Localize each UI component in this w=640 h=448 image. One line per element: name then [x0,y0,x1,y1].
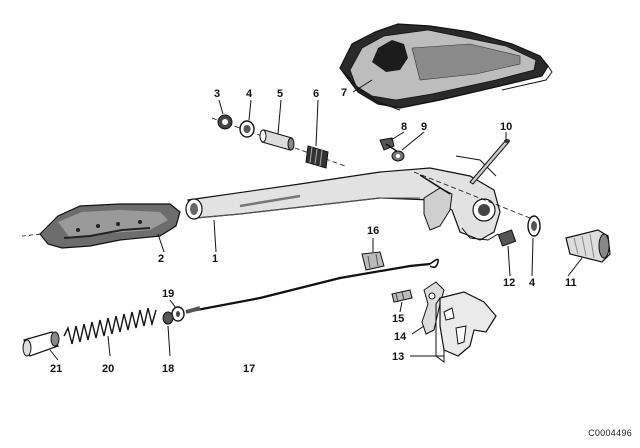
screw-part-8 [379,137,399,153]
label-20: 20 [102,363,114,375]
label-11: 11 [565,277,577,289]
end-cap-part-21 [22,331,60,357]
label-9: 9 [421,121,427,133]
grip-part-2 [39,203,181,249]
release-button-part-11 [565,229,611,263]
label-15: 15 [392,313,404,325]
document-id: C0004496 [588,428,632,438]
clip-part-16 [361,251,385,271]
label-4-right: 4 [529,277,536,289]
spring-part-15 [391,289,413,303]
sleeve-part-5 [259,129,295,151]
label-1: 1 [212,253,218,265]
label-10: 10 [500,121,512,133]
nut-part-3 [217,114,233,130]
label-6: 6 [313,88,319,100]
label-5: 5 [277,88,283,100]
label-3: 3 [214,88,220,100]
label-19: 19 [162,288,174,300]
nut-part-9 [391,150,405,162]
washer-part-4-right [527,215,541,237]
label-21: 21 [50,363,62,375]
label-18: 18 [162,363,174,375]
label-14: 14 [394,331,407,343]
nut-part-19 [171,306,185,322]
ratchet-bracket-part-13 [435,291,497,363]
label-16: 16 [367,225,379,237]
lever-part-1 [185,155,501,241]
spring-part-20 [63,307,157,345]
label-17: 17 [243,363,255,375]
boot-cover-part-7 [339,23,553,111]
washer-part-4 [239,120,255,138]
cable-part-17 [185,258,440,314]
bolt-part-12 [497,229,517,247]
label-8: 8 [401,121,407,133]
pawl-part-14 [421,281,445,335]
label-7: 7 [341,87,347,99]
label-12: 12 [503,277,515,289]
label-4: 4 [246,88,253,100]
pin-part-10 [469,139,510,185]
label-13: 13 [392,351,404,363]
part-labels: 3 4 5 6 7 8 9 10 2 1 16 12 4 11 19 15 14… [50,87,577,375]
label-2: 2 [158,253,164,265]
bushing-part-6 [305,145,329,169]
nut-part-18 [162,311,174,325]
